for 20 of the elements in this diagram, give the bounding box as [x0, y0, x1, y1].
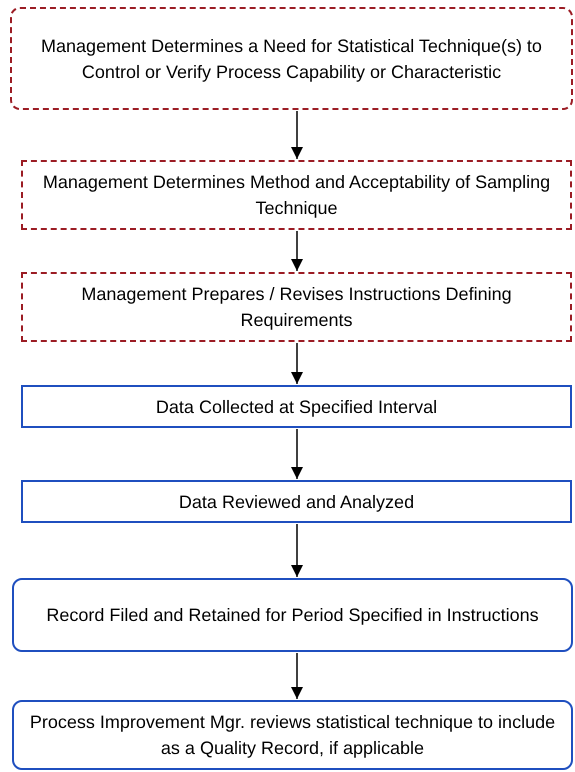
process-box	[10, 7, 573, 110]
box-text: Data Collected at Specified Interval	[156, 396, 438, 419]
box-text: Management Determines a Need for Statistical Technique(s) to Control or Verify Process Capability or Characteristic	[40, 34, 543, 84]
process-box	[21, 385, 572, 428]
box-text: Record Filed and Retained for Period Specified in Instructions	[46, 604, 539, 627]
process-box	[21, 480, 572, 523]
arrow	[291, 231, 303, 271]
box-text: Management Prepares / Revises Instructions Defining Requirements	[80, 283, 513, 332]
process-box	[21, 160, 572, 230]
box-text: Data Reviewed and Analyzed	[178, 490, 414, 514]
arrow	[291, 343, 303, 384]
arrow	[291, 653, 303, 699]
arrow	[291, 111, 303, 159]
process-box	[21, 272, 572, 342]
arrow	[291, 524, 303, 577]
arrow	[291, 429, 303, 479]
box-text: Management Determines Method and Acceptability of Sampling Technique	[42, 171, 552, 220]
box-text: Process Improvement Mgr. reviews statistical technique to include as a Quality Record, if applicable	[28, 711, 556, 760]
process-box	[12, 578, 573, 652]
process-box	[12, 700, 573, 770]
